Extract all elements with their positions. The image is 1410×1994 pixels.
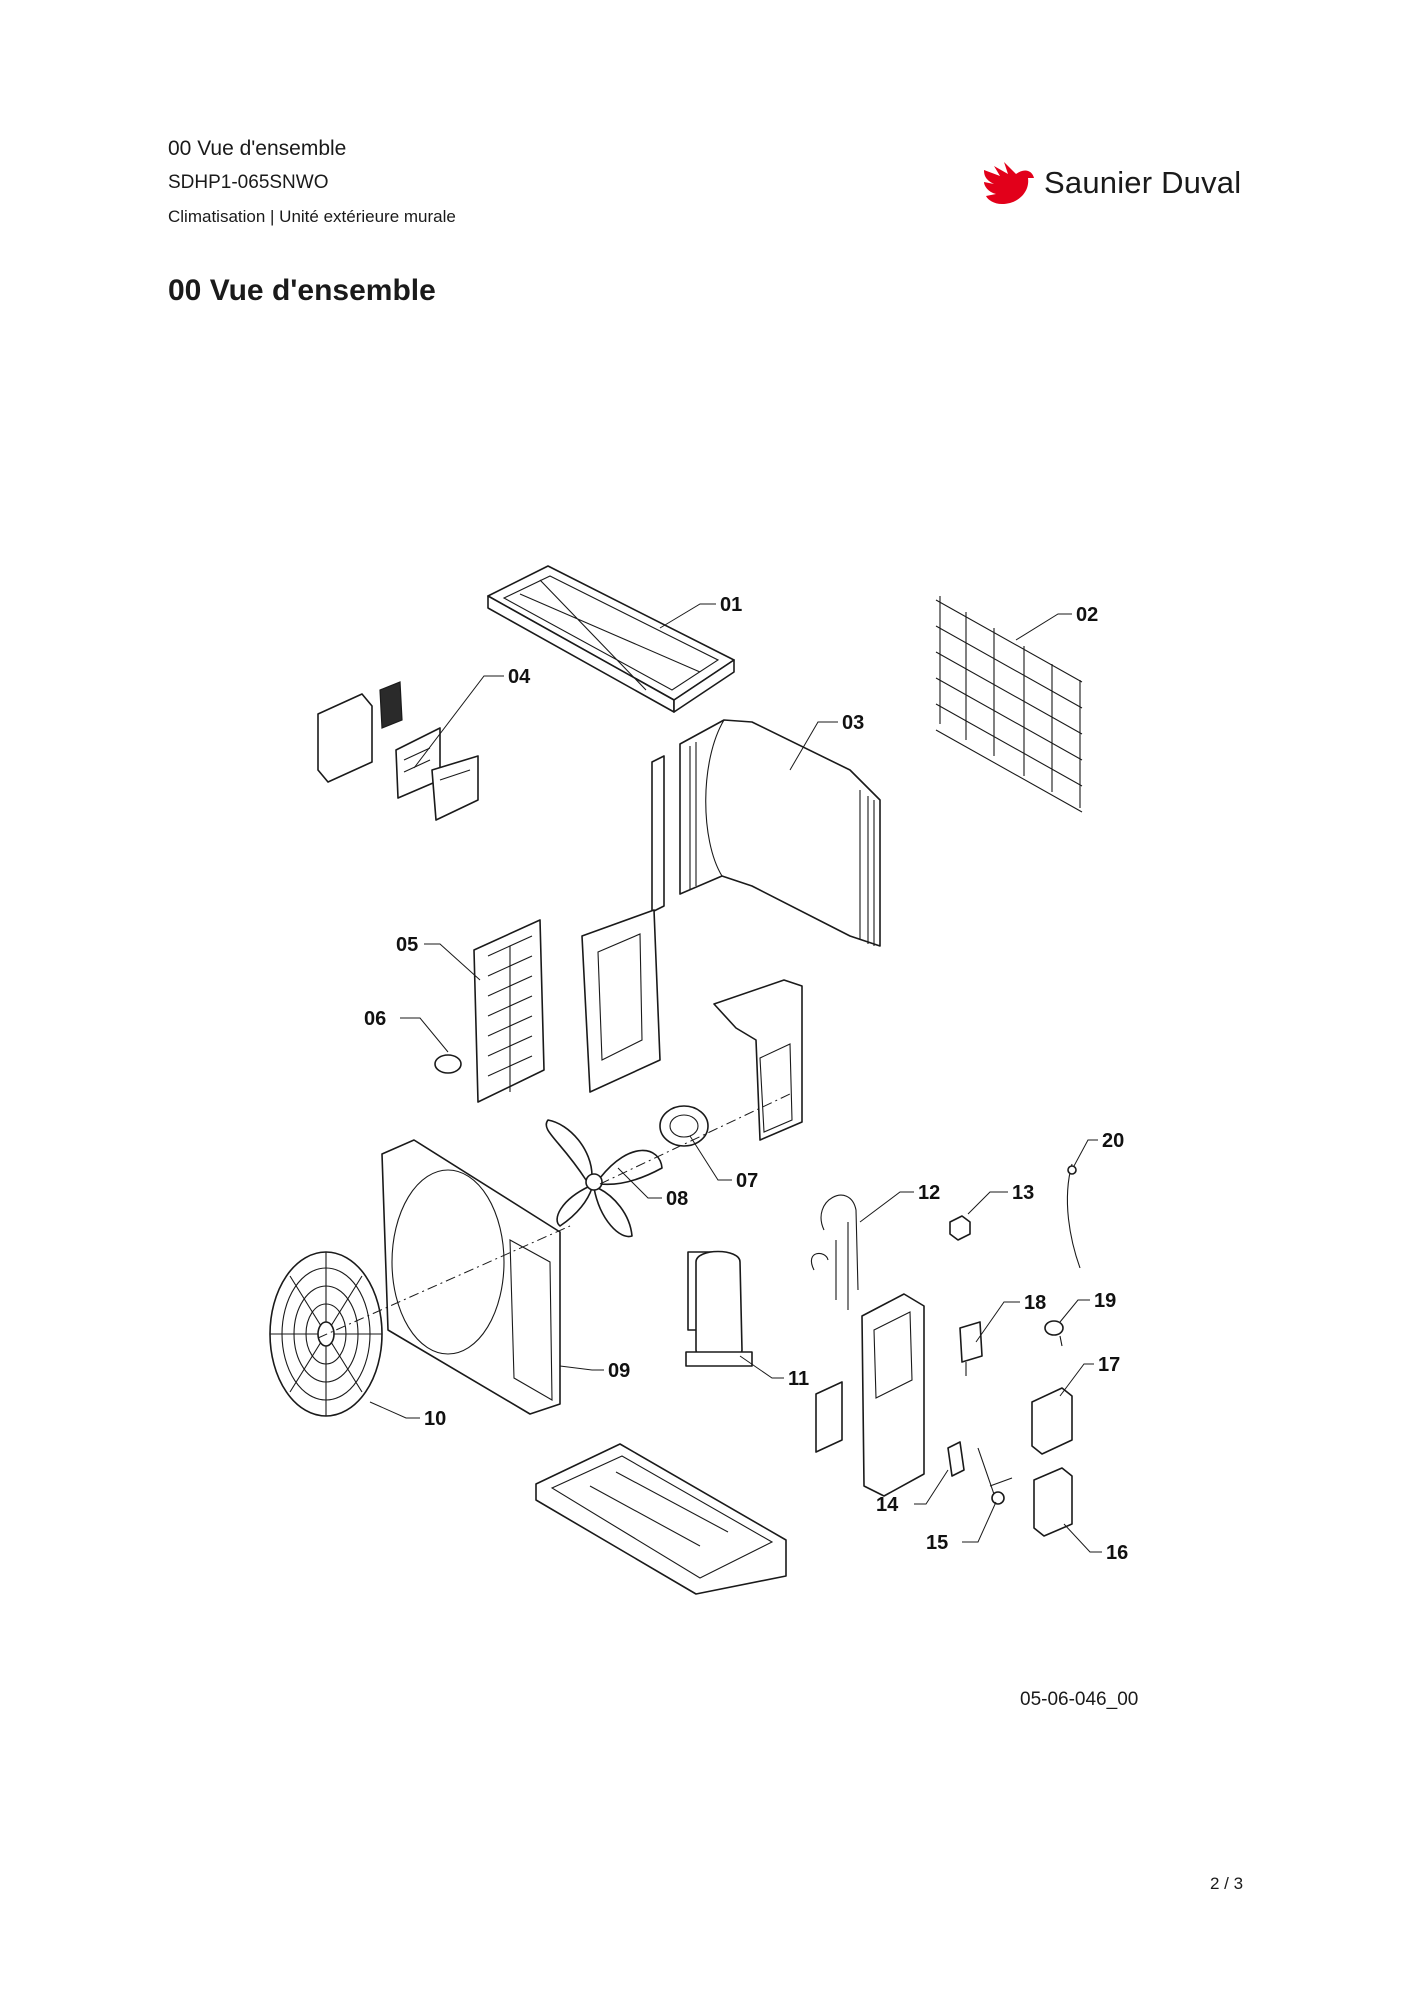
part-05-side-panel (473, 919, 545, 1103)
callout-01: 01 (720, 594, 742, 616)
callout-15: 15 (926, 1532, 948, 1554)
callout-09: 09 (608, 1360, 630, 1382)
red-bird-logo-icon (984, 162, 1034, 204)
part-01-top-cover (487, 565, 735, 713)
part-18-reversing-valve (959, 1321, 983, 1376)
part-04-control-box (317, 681, 479, 821)
page-number: 2 / 3 (1210, 1874, 1244, 1893)
base-pan (535, 1443, 787, 1595)
part-12-valve-assembly (811, 1194, 859, 1310)
electrical-panel (861, 1293, 925, 1497)
assembly-axis-line (317, 1093, 791, 1339)
brand-logo: Saunier Duval (980, 158, 1241, 208)
drawing-reference-code: 05-06-046_00 (1020, 1689, 1139, 1710)
callout-02: 02 (1076, 604, 1098, 626)
part-16-terminal-cover (1033, 1467, 1073, 1537)
callout-13: 13 (1012, 1182, 1034, 1204)
part-03-condenser-coil (651, 719, 881, 947)
callout-19: 19 (1094, 1290, 1116, 1312)
part-14-bracket (947, 1441, 965, 1477)
brand-name: Saunier Duval (1044, 165, 1242, 200)
callout-10: 10 (424, 1408, 446, 1430)
header-category: Climatisation | Unité extérieure murale (168, 207, 456, 226)
callout-16: 16 (1106, 1542, 1128, 1564)
part-17-terminal-block (1031, 1387, 1073, 1455)
callout-14: 14 (876, 1494, 899, 1516)
callout-03: 03 (842, 712, 864, 734)
callout-17: 17 (1098, 1354, 1120, 1376)
part-02-rear-wire-grille (935, 596, 1083, 813)
part-06-clip (434, 1054, 462, 1074)
callout-04: 04 (508, 666, 531, 688)
partition-plate (581, 909, 661, 1093)
part-09-front-panel (381, 1139, 561, 1415)
callout-20: 20 (1102, 1130, 1124, 1152)
part-15-service-valve (977, 1447, 1013, 1505)
callout-18: 18 (1024, 1292, 1046, 1314)
callout-07: 07 (736, 1170, 758, 1192)
part-11-compressor (685, 1250, 753, 1367)
callout-11: 11 (788, 1368, 809, 1390)
part-19-solenoid-coil (1044, 1320, 1064, 1347)
callout-12: 12 (918, 1182, 940, 1204)
part-20-sensor-cable (1066, 1163, 1081, 1269)
part-08-fan-blade (545, 1119, 663, 1238)
callout-05: 05 (396, 934, 418, 956)
callout-06: 06 (364, 1008, 386, 1030)
part-13-sensor-block (949, 1215, 971, 1241)
header-model: SDHP1-065SNWO (168, 172, 329, 193)
reactor (815, 1381, 843, 1453)
motor-bracket (713, 979, 803, 1141)
header-section-title: 00 Vue d'ensemble (168, 137, 347, 160)
part-07-fan-motor (659, 1105, 709, 1147)
callout-leader-lines (369, 603, 1102, 1553)
page-title: 00 Vue d'ensemble (168, 274, 436, 307)
callout-08: 08 (666, 1188, 688, 1210)
